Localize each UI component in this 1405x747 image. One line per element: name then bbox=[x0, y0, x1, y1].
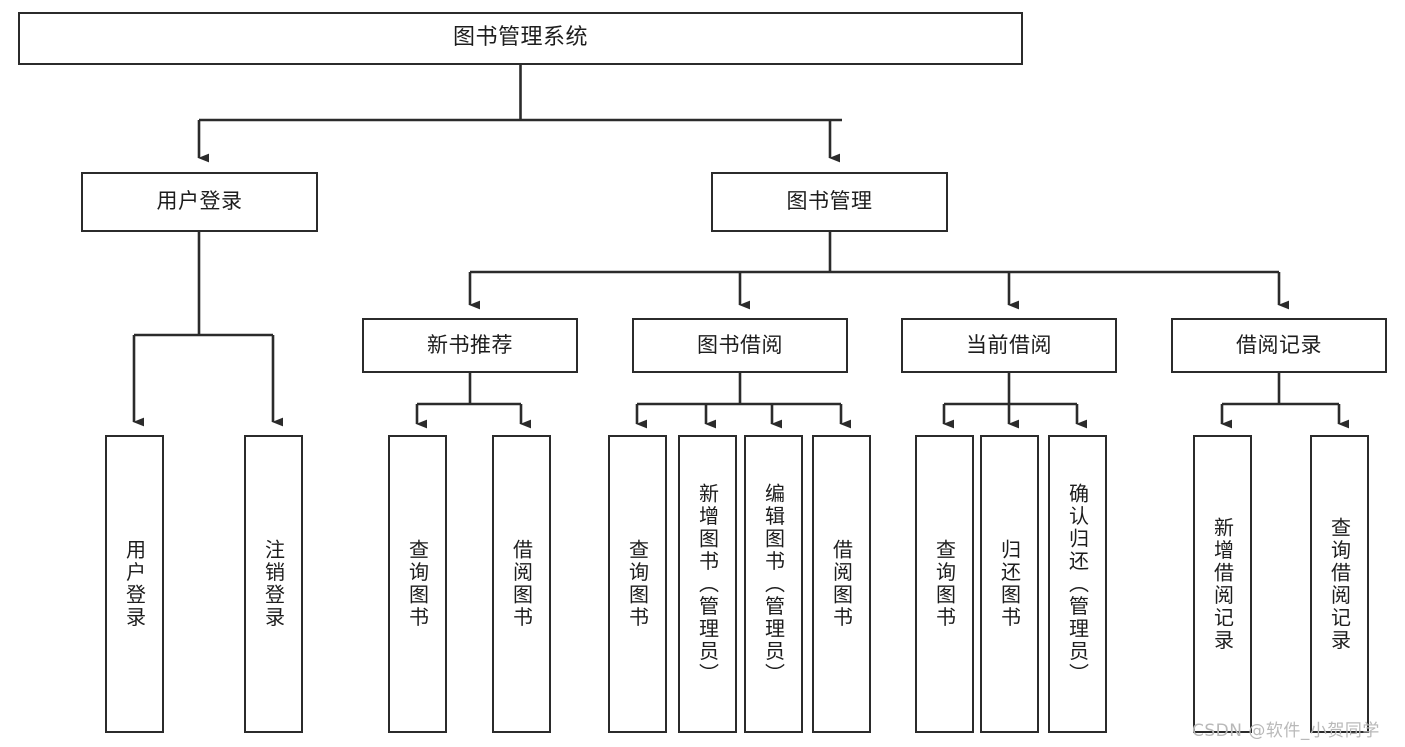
node-leaf-query-record-label: 查询借阅记录 bbox=[1327, 516, 1352, 652]
node-current-borrow[interactable]: 当前借阅 bbox=[901, 318, 1117, 373]
node-new-book-recommend[interactable]: 新书推荐 bbox=[362, 318, 578, 373]
node-leaf-borrow-book-1-label: 借阅图书 bbox=[509, 539, 534, 629]
node-leaf-return-book[interactable]: 归还图书 bbox=[980, 435, 1039, 733]
node-new-book-recommend-label: 新书推荐 bbox=[427, 332, 513, 357]
node-leaf-add-book[interactable]: 新增图书（管理员） bbox=[678, 435, 737, 733]
node-root-label: 图书管理系统 bbox=[452, 25, 588, 51]
node-book-manage-label: 图书管理 bbox=[786, 189, 873, 214]
node-leaf-query-book-3-label: 查询图书 bbox=[932, 539, 957, 629]
node-book-borrow-label: 图书借阅 bbox=[697, 332, 783, 357]
node-leaf-confirm-return[interactable]: 确认归还（管理员） bbox=[1048, 435, 1107, 733]
node-root[interactable]: 图书管理系统 bbox=[18, 12, 1023, 65]
node-leaf-add-book-label: 新增图书（管理员） bbox=[695, 482, 720, 686]
node-user-login-label: 用户登录 bbox=[156, 189, 243, 214]
node-leaf-query-book-1-label: 查询图书 bbox=[405, 539, 430, 629]
node-leaf-borrow-book-2-label: 借阅图书 bbox=[829, 539, 854, 629]
node-book-manage[interactable]: 图书管理 bbox=[711, 172, 948, 232]
csdn-watermark: CSDN @软件_小贺同学 bbox=[1192, 721, 1380, 741]
node-borrow-record[interactable]: 借阅记录 bbox=[1171, 318, 1387, 373]
node-leaf-borrow-book-2[interactable]: 借阅图书 bbox=[812, 435, 871, 733]
node-leaf-edit-book-label: 编辑图书（管理员） bbox=[761, 482, 786, 686]
node-leaf-query-book-3[interactable]: 查询图书 bbox=[915, 435, 974, 733]
node-leaf-logout[interactable]: 注销登录 bbox=[244, 435, 303, 733]
node-borrow-record-label: 借阅记录 bbox=[1236, 332, 1322, 357]
node-leaf-add-record-label: 新增借阅记录 bbox=[1210, 516, 1235, 652]
node-leaf-confirm-return-label: 确认归还（管理员） bbox=[1065, 482, 1090, 686]
node-leaf-query-book-2[interactable]: 查询图书 bbox=[608, 435, 667, 733]
node-leaf-query-book-1[interactable]: 查询图书 bbox=[388, 435, 447, 733]
node-leaf-borrow-book-1[interactable]: 借阅图书 bbox=[492, 435, 551, 733]
node-leaf-logout-label: 注销登录 bbox=[261, 539, 286, 629]
node-leaf-query-record[interactable]: 查询借阅记录 bbox=[1310, 435, 1369, 733]
node-leaf-return-book-label: 归还图书 bbox=[997, 539, 1022, 629]
node-user-login[interactable]: 用户登录 bbox=[81, 172, 318, 232]
node-leaf-user-login[interactable]: 用户登录 bbox=[105, 435, 164, 733]
node-leaf-add-record[interactable]: 新增借阅记录 bbox=[1193, 435, 1252, 733]
node-leaf-user-login-label: 用户登录 bbox=[122, 539, 147, 629]
node-leaf-query-book-2-label: 查询图书 bbox=[625, 539, 650, 629]
node-current-borrow-label: 当前借阅 bbox=[966, 332, 1052, 357]
node-leaf-edit-book[interactable]: 编辑图书（管理员） bbox=[744, 435, 803, 733]
node-book-borrow[interactable]: 图书借阅 bbox=[632, 318, 848, 373]
